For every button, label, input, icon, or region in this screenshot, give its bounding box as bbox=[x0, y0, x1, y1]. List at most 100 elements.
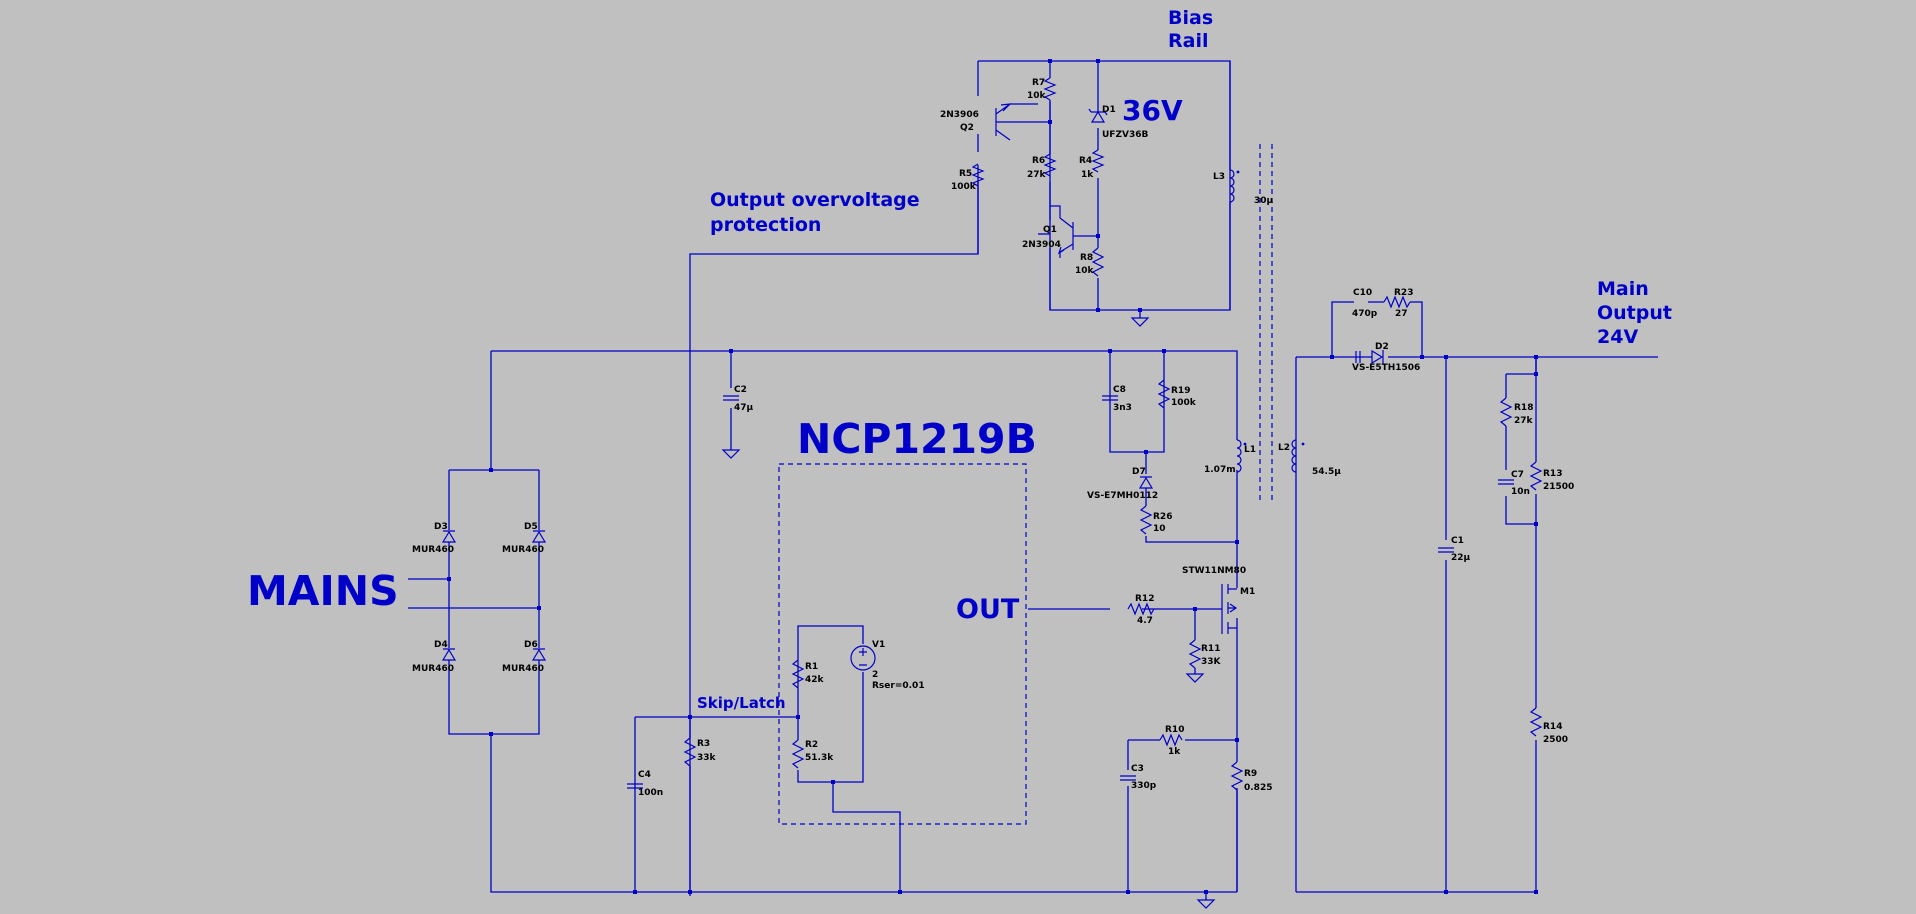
c4-value: 100n bbox=[638, 788, 663, 798]
r6-value: 27k bbox=[1027, 170, 1047, 180]
q1-ref: Q1 bbox=[1043, 225, 1057, 235]
r2-value: 51.3k bbox=[805, 753, 834, 763]
r2-symbol bbox=[791, 739, 805, 769]
l2-symbol bbox=[1291, 439, 1297, 473]
d2-ref: D2 bbox=[1375, 342, 1389, 352]
c3-ref: C3 bbox=[1131, 764, 1144, 774]
c3-symbol bbox=[1120, 775, 1136, 781]
section-labels: Bias Rail 36V Output overvoltage protect… bbox=[247, 7, 1672, 712]
r3-ref: R3 bbox=[697, 739, 710, 749]
r8-symbol bbox=[1091, 247, 1105, 277]
r9-ref: R9 bbox=[1244, 769, 1257, 779]
ovp-label-1: Output overvoltage bbox=[710, 189, 920, 211]
c4-ref: C4 bbox=[638, 770, 651, 780]
l1-value: 1.07m bbox=[1204, 465, 1236, 475]
bias-rail-label-2: Rail bbox=[1168, 30, 1208, 52]
r6-ref: R6 bbox=[1032, 156, 1045, 166]
v1-rser: Rser=0.01 bbox=[872, 681, 925, 691]
d3-ref: D3 bbox=[434, 522, 448, 532]
c8-symbol bbox=[1102, 395, 1118, 401]
skip-latch-label: Skip/Latch bbox=[697, 694, 786, 712]
ground-c2 bbox=[721, 449, 741, 459]
r10-ref: R10 bbox=[1165, 725, 1184, 735]
r3-symbol bbox=[683, 737, 697, 767]
v36-label: 36V bbox=[1122, 94, 1183, 127]
q2-value: 2N3906 bbox=[940, 110, 979, 120]
r5-symbol bbox=[971, 163, 985, 187]
component-labels: R7 10k 2N3906 Q2 D1 UFZV36B R5 100k R6 2… bbox=[412, 78, 1574, 798]
c10-value: 470p bbox=[1352, 309, 1378, 319]
r4-value: 1k bbox=[1081, 170, 1094, 180]
diodes bbox=[441, 108, 1384, 661]
d1-symbol bbox=[1088, 108, 1108, 123]
r26-value: 10 bbox=[1153, 524, 1166, 534]
r8-ref: R8 bbox=[1080, 253, 1093, 263]
r1-symbol bbox=[791, 659, 805, 689]
grounds bbox=[721, 317, 1216, 909]
ovp-label-2: protection bbox=[710, 214, 821, 236]
bias-rail-label-1: Bias bbox=[1168, 7, 1213, 29]
r7-ref: R7 bbox=[1032, 78, 1045, 88]
d2-symbol bbox=[1371, 349, 1384, 365]
q1-value: 2N3904 bbox=[1022, 240, 1061, 250]
v1-source bbox=[850, 645, 876, 671]
r9-value: 0.825 bbox=[1244, 783, 1272, 793]
r26-ref: R26 bbox=[1153, 512, 1172, 522]
r11-value: 33K bbox=[1201, 657, 1222, 667]
ic-title: NCP1219B bbox=[797, 415, 1037, 463]
r26-symbol bbox=[1139, 505, 1153, 535]
c10-symbol bbox=[1355, 351, 1361, 363]
d3-value: MUR460 bbox=[412, 545, 454, 555]
r23-ref: R23 bbox=[1394, 288, 1413, 298]
c7-value: 10n bbox=[1511, 487, 1530, 497]
c1-ref: C1 bbox=[1451, 536, 1464, 546]
r14-value: 2500 bbox=[1543, 735, 1568, 745]
main-output-label-1: Main bbox=[1597, 278, 1649, 300]
transistors bbox=[995, 103, 1238, 634]
r12-symbol bbox=[1127, 602, 1155, 616]
r9-symbol bbox=[1230, 761, 1244, 791]
r23-symbol bbox=[1383, 295, 1411, 309]
d7-ref: D7 bbox=[1132, 467, 1146, 477]
c7-ref: C7 bbox=[1511, 470, 1524, 480]
r14-symbol bbox=[1529, 707, 1543, 737]
r19-value: 100k bbox=[1171, 398, 1197, 408]
d5-ref: D5 bbox=[524, 522, 538, 532]
main-output-label-2: Output bbox=[1597, 302, 1672, 324]
r5-ref: R5 bbox=[959, 169, 972, 179]
q1-symbol bbox=[1057, 217, 1074, 255]
r19-symbol bbox=[1157, 379, 1171, 409]
c4-symbol bbox=[627, 783, 643, 789]
m1-value: STW11NM80 bbox=[1182, 566, 1246, 576]
l3-value: 30µ bbox=[1254, 196, 1274, 206]
junctions bbox=[447, 59, 1538, 894]
d2-value: VS-E5TH1506 bbox=[1352, 363, 1420, 373]
r11-ref: R11 bbox=[1201, 644, 1220, 654]
l3-symbol bbox=[1229, 169, 1235, 203]
c3-value: 330p bbox=[1131, 781, 1157, 791]
r10-value: 1k bbox=[1168, 747, 1181, 757]
d3-symbol bbox=[441, 530, 457, 543]
d4-symbol bbox=[441, 648, 457, 661]
r1-value: 42k bbox=[805, 675, 825, 685]
r1-ref: R1 bbox=[805, 662, 818, 672]
r4-symbol bbox=[1091, 149, 1105, 173]
r18-symbol bbox=[1499, 397, 1513, 427]
r13-symbol bbox=[1529, 461, 1543, 491]
r7-symbol bbox=[1043, 77, 1057, 101]
l2-ref: L2 bbox=[1278, 443, 1290, 453]
r19-ref: R19 bbox=[1171, 386, 1190, 396]
ground-r11 bbox=[1185, 673, 1205, 683]
l2-value: 54.5µ bbox=[1312, 467, 1341, 477]
out-pin-label: OUT bbox=[956, 594, 1020, 625]
r10-symbol bbox=[1159, 733, 1183, 747]
transformer-core bbox=[1259, 144, 1273, 502]
d4-value: MUR460 bbox=[412, 664, 454, 674]
r8-value: 10k bbox=[1075, 266, 1095, 276]
m1-ref: M1 bbox=[1240, 587, 1255, 597]
c7-symbol bbox=[1498, 479, 1514, 485]
q2-symbol bbox=[995, 103, 1012, 141]
q2-ref: Q2 bbox=[960, 123, 974, 133]
r18-value: 27k bbox=[1514, 416, 1534, 426]
